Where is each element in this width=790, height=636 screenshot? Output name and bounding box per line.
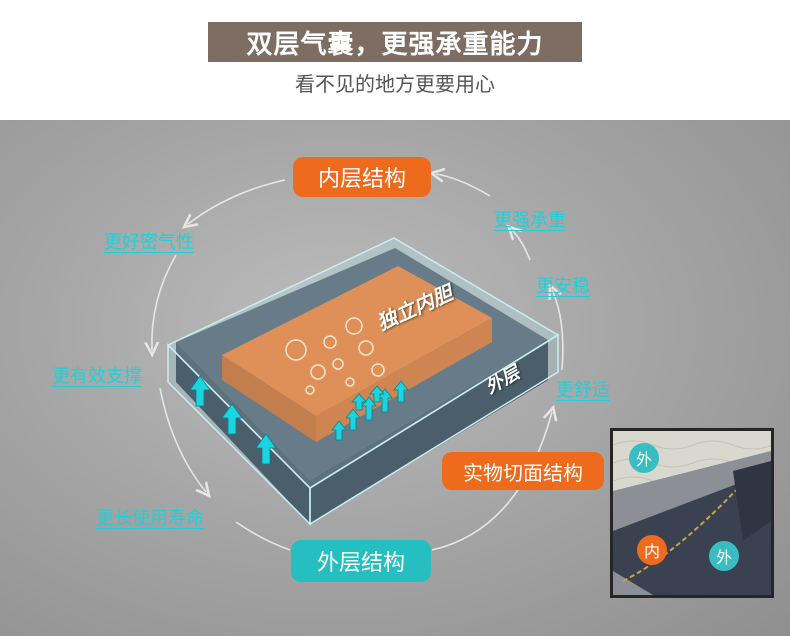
outer-badge-bottom: 外 xyxy=(709,541,739,571)
cross-section-photo: 外 内 外 xyxy=(610,428,774,598)
page-subtitle: 看不见的地方更要用心 xyxy=(0,68,790,97)
structure-diagram-panel: 独立内胆 外层 内层结构 外层结构 实物切面结构 更好密气性 更有效支撑 更长使… xyxy=(0,120,790,636)
feature-stability: 更安稳 xyxy=(536,272,590,298)
feature-airtight: 更好密气性 xyxy=(104,228,194,254)
cross-section-pill: 实物切面结构 xyxy=(442,452,604,490)
feature-lifespan: 更长使用寿命 xyxy=(96,504,204,530)
feature-comfort: 更舒适 xyxy=(556,376,610,402)
header: 双层气囊，更强承重能力 看不见的地方更要用心 xyxy=(0,0,790,120)
inner-structure-pill: 内层结构 xyxy=(293,157,431,197)
transparent-shell-top xyxy=(168,238,558,488)
inner-badge: 内 xyxy=(637,535,667,565)
page-title: 双层气囊，更强承重能力 xyxy=(208,22,582,62)
feature-support: 更有效支撑 xyxy=(52,362,142,388)
outer-badge-top: 外 xyxy=(629,443,659,473)
feature-load-bearing: 更强承重 xyxy=(494,206,566,232)
outer-structure-pill: 外层结构 xyxy=(291,540,431,582)
